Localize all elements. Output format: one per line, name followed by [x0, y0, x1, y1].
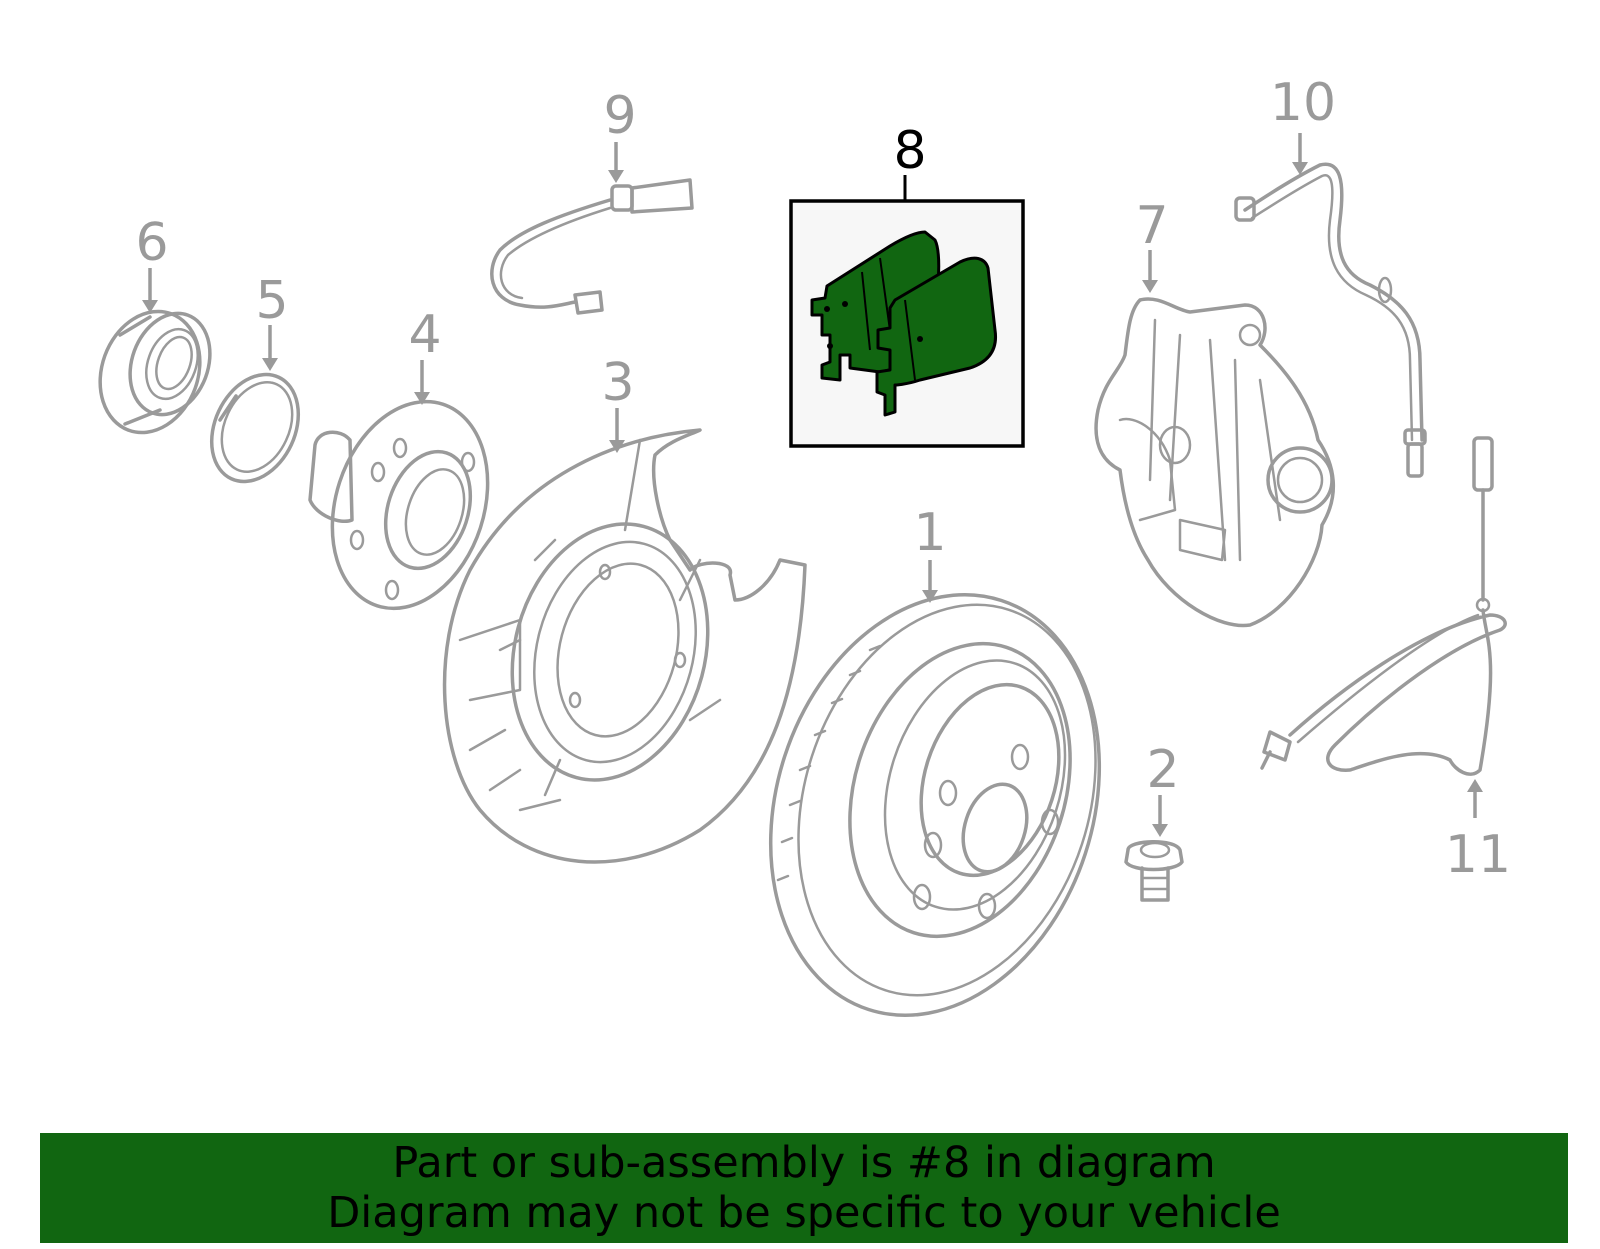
callout-11: 11	[1445, 825, 1511, 885]
info-banner: Part or sub-assembly is #8 in diagram Di…	[40, 1133, 1568, 1243]
part-5-snap-ring[interactable]	[195, 360, 315, 495]
callout-10: 10	[1270, 73, 1336, 133]
banner-line-1: Part or sub-assembly is #8 in diagram	[392, 1138, 1216, 1188]
banner-line-2: Diagram may not be specific to your vehi…	[327, 1188, 1281, 1238]
part-4-wheel-hub[interactable]	[307, 381, 513, 628]
callout-6: 6	[135, 213, 168, 273]
callout-2: 2	[1146, 740, 1179, 800]
part-11-wear-sensor[interactable]	[1260, 436, 1507, 776]
callout-9: 9	[603, 86, 636, 146]
callout-8: 8	[893, 121, 926, 181]
part-1-brake-rotor[interactable]	[718, 552, 1151, 1059]
callout-5: 5	[255, 271, 288, 331]
callout-3: 3	[601, 353, 634, 413]
parts-diagram: 1 2 3 4 5 6 7 8 9 10 11	[84, 73, 1511, 1059]
part-9-wear-sensor[interactable]	[490, 178, 694, 315]
callout-4: 4	[408, 305, 441, 365]
part-3-backing-plate[interactable]	[442, 428, 807, 864]
part-2-bolt[interactable]	[1124, 840, 1184, 902]
callout-arrows	[142, 133, 1483, 837]
callout-7: 7	[1135, 196, 1168, 256]
part-10-brake-hose[interactable]	[1234, 162, 1427, 478]
part-6-wheel-bearing[interactable]	[84, 297, 224, 446]
callout-1: 1	[913, 503, 946, 563]
part-7-brake-caliper[interactable]	[1094, 297, 1336, 628]
part-8-brake-pad-set[interactable]	[789, 199, 1025, 448]
